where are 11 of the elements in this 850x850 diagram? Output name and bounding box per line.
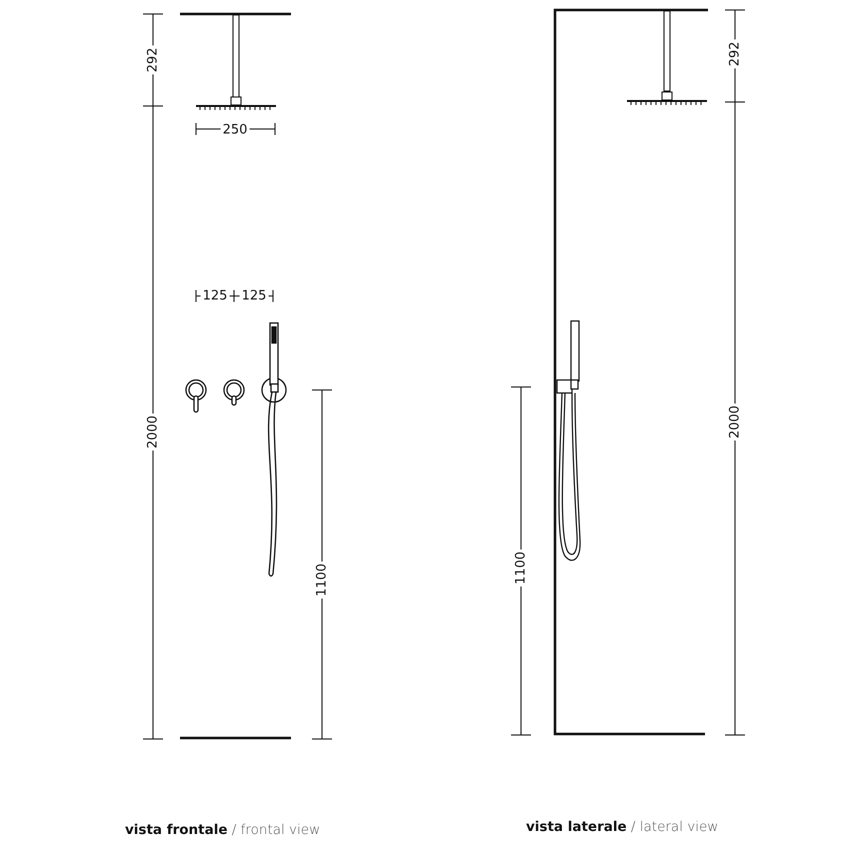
- dimension-label: 125: [200, 290, 230, 302]
- dimension-label: 1100: [316, 561, 328, 599]
- view-caption: vista laterale / lateral view: [526, 819, 718, 836]
- dimension-label: 250: [220, 124, 250, 136]
- dimension-label: 292: [146, 46, 160, 74]
- dimension-label: 2000: [146, 413, 160, 451]
- dimension-label: 1100: [514, 549, 528, 587]
- dimension-label: 2000: [728, 403, 742, 441]
- dimension-label: 292: [728, 40, 742, 68]
- dimension-label: 125: [240, 290, 268, 302]
- view-caption: vista frontale / frontal view: [125, 822, 320, 838]
